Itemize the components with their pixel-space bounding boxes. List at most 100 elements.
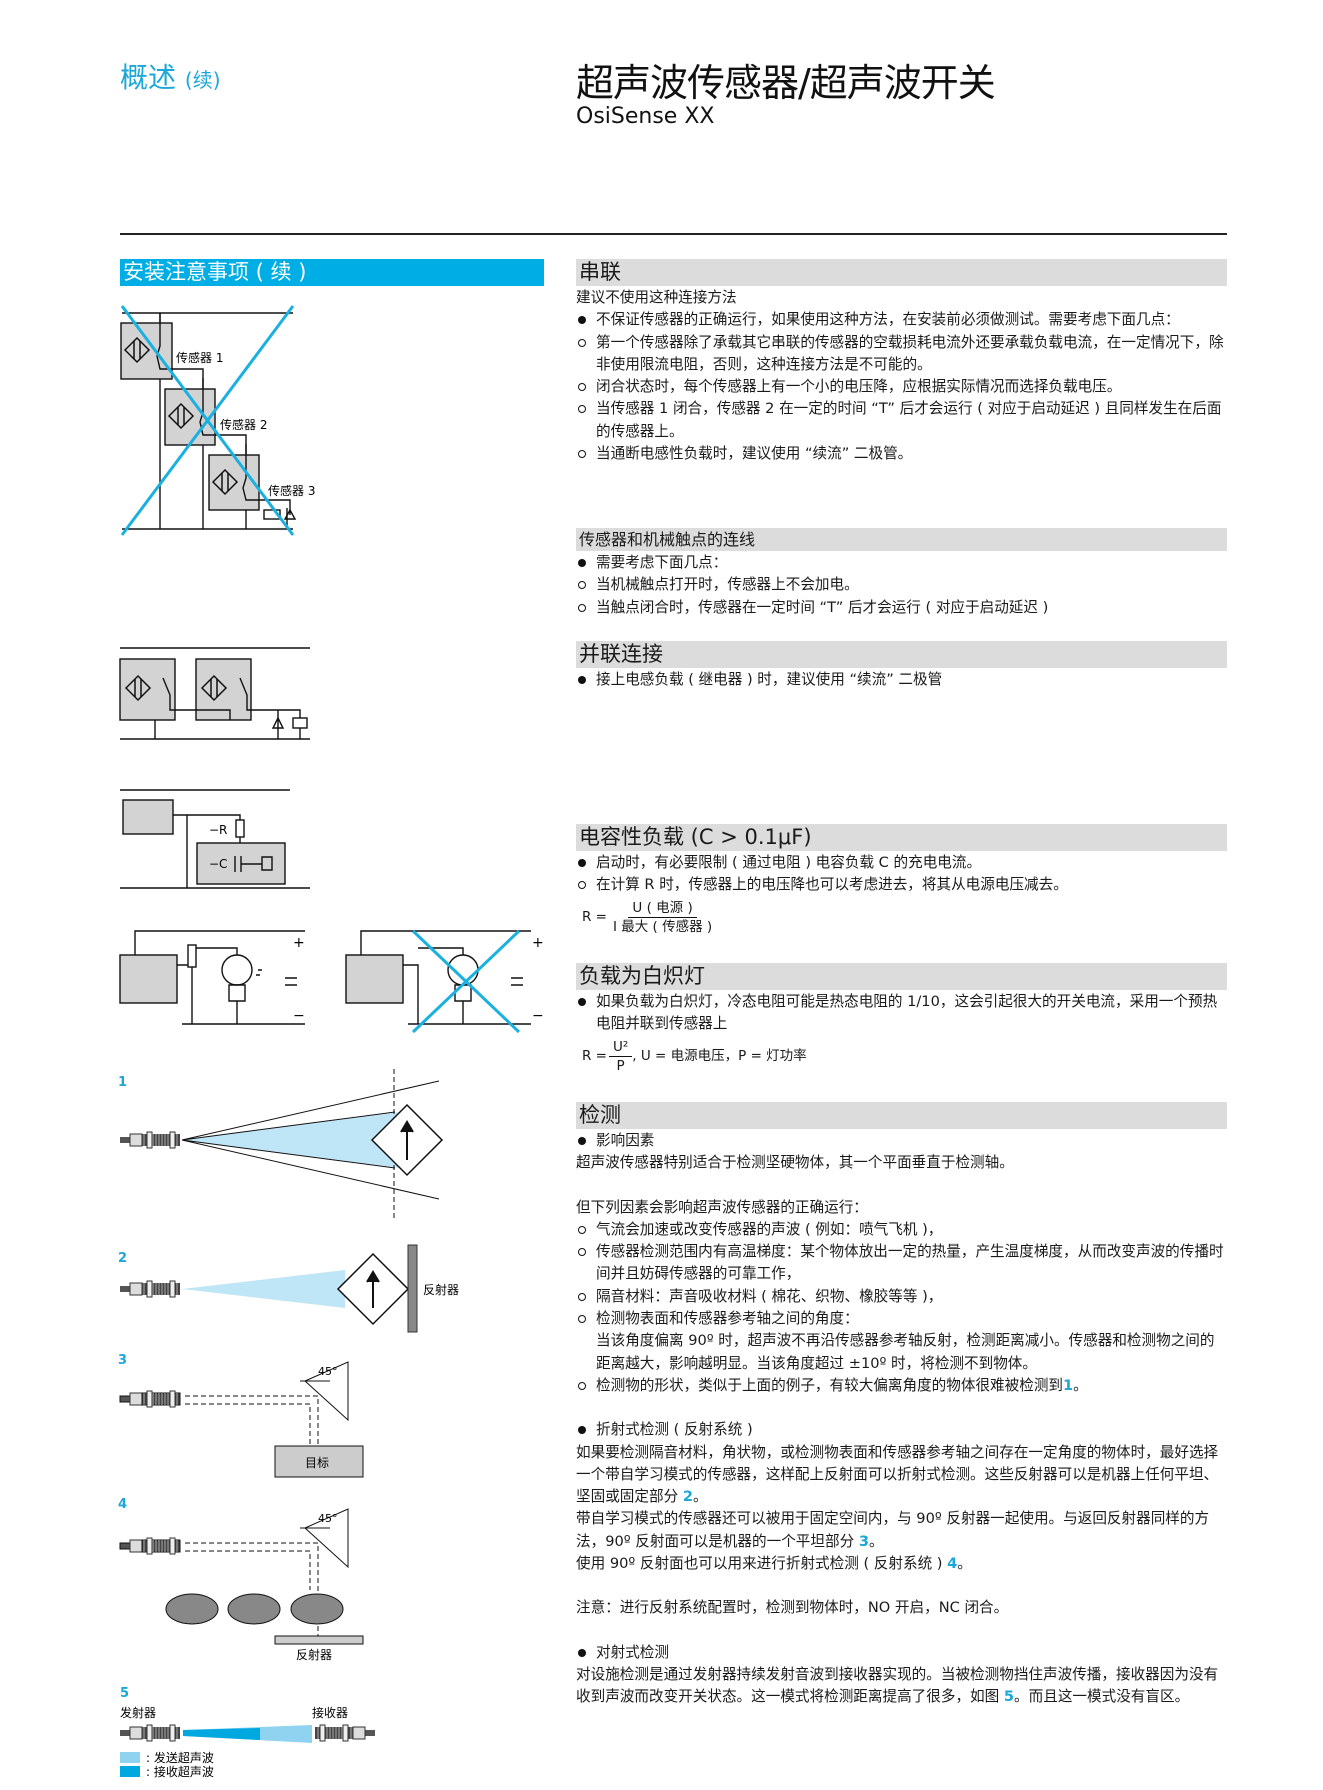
formula-fraction: U ( 电源 ) I 最大 ( 传感器 ) [609,899,716,936]
list-item: 隔音材料：声音吸收材料 ( 棉花、织物、橡胶等等 )， [576,1286,1227,1308]
formula-numerator: U² [608,1038,633,1057]
punct: 。 [692,1488,708,1506]
figure-ref[interactable]: 2 [682,1488,693,1506]
list-item: 启动时，有必要限制 ( 通过电阻 ) 电容负载 C 的充电电流。 [576,852,1227,874]
list-item: 对射式检测 [576,1642,1227,1664]
punct: 。 [1073,1376,1088,1394]
formula-numerator: U ( 电源 ) [628,899,697,918]
section-heading: 电容性负载 (C > 0.1μF) [576,824,1227,851]
formula-denominator: P [616,1057,625,1074]
paragraph: 使用 90º 反射面也可以用来进行折射式检测 ( 反射系统 ) 4。 [576,1553,1227,1575]
legend-swatch-received [120,1766,140,1777]
plus-terminal: + [293,935,305,951]
sensor-label: 传感器 3 [268,483,315,498]
paragraph: 但下列因素会影响超声波传感器的正确运行： [576,1198,868,1216]
sensor-label: 传感器 1 [176,350,223,365]
section-heading: 检测 [576,1102,1227,1129]
section-detection: 检测 影响因素 超声波传感器特别适合于检测坚硬物体，其一个平面垂直于检测轴。 但… [576,1102,1227,1709]
section-heading: 并联连接 [576,641,1227,668]
capacitive-load-diagram [120,789,310,889]
angle-label: 45° [318,1365,338,1378]
figure-number: 4 [118,1497,127,1512]
list-item: 传感器检测范围内有高温梯度：某个物体放出一定的热量，产生温度梯度，从而改变声波的… [576,1241,1227,1286]
list-item: 在计算 R 时，传感器上的电压降也可以考虑进去，将其从电源电压减去。 [576,874,1227,896]
lamp-diagram-correct [119,930,305,1025]
section-parallel: 并联连接 接上电感负载 ( 继电器 ) 时，建议使用 “续流” 二极管 [576,641,1227,691]
paragraph: 如果要检测隔音材料，角状物，或检测物表面和传感器参考轴之间存在一定角度的物体时，… [576,1442,1227,1509]
list-item: 接上电感负载 ( 继电器 ) 时，建议使用 “续流” 二极管 [576,669,1227,691]
breadcrumb: 概述 (续) [120,56,221,96]
section-capacitive: 电容性负载 (C > 0.1μF) 启动时，有必要限制 ( 通过电阻 ) 电容负… [576,824,1227,936]
figure-ref[interactable]: 1 [1063,1376,1074,1394]
breadcrumb-suffix: (续) [184,68,221,92]
figure-2-reflector [119,1244,418,1333]
target-label: 目标 [305,1456,329,1470]
figure-number: 3 [118,1353,127,1368]
text: 带自学习模式的传感器还可以被用于固定空间内，与 90º 反射器一起使用。与返回反… [576,1510,1210,1550]
sensor-label: 传感器 2 [220,417,267,432]
legend-label: : 接收超声波 [146,1764,214,1779]
paragraph: 超声波传感器特别适合于检测坚硬物体，其一个平面垂直于检测轴。 [576,1154,1014,1172]
section-lamp: 负载为白炽灯 如果负载为白炽灯，冷态电阻可能是热态电阻的 1/10，这会引起很大… [576,963,1227,1075]
formula-lhs: R = [582,908,607,925]
list-item: 检测物表面和传感器参考轴之间的角度： [576,1308,1227,1330]
reflector-label: 反射器 [423,1282,459,1297]
list-item: 当通断电感性负载时，建议使用 “续流” 二极管。 [576,443,1227,465]
intro-text: 建议不使用这种连接方法 [576,289,737,306]
list-item: 闭合状态时，每个传感器上有一个小的电压降，应根据实际情况而选择负载电压。 [576,376,1227,398]
minus-terminal: − [532,1008,544,1024]
paragraph: 对设施检测是通过发射器持续发射音波到接收器实现的。当被检测物挡住声波传播，接收器… [576,1664,1227,1709]
section-heading: 串联 [576,259,1227,286]
text: 使用 90º 反射面也可以用来进行折射式检测 ( 反射系统 ) [576,1555,943,1573]
text: 。而且这一模式没有盲区。 [1014,1688,1190,1706]
figure-number: 1 [118,1075,127,1090]
reflector-label: 反射器 [296,1647,332,1662]
page-title: 超声波传感器/超声波开关 [576,61,996,105]
list-item: 如果负载为白炽灯，冷态电阻可能是热态电阻的 1/10，这会引起很大的开关电流，采… [576,991,1227,1036]
paragraph: 带自学习模式的传感器还可以被用于固定空间内，与 90º 反射器一起使用。与返回反… [576,1508,1227,1553]
section-series: 串联 建议不使用这种连接方法 不保证传感器的正确运行，如果使用这种方法，在安装前… [576,259,1227,465]
list-item: 第一个传感器除了承载其它串联的传感器的空载损耗电流外还要承载负载电流，在一定情况… [576,332,1227,377]
figure-number: 5 [120,1686,129,1701]
formula-fraction: U² P [608,1038,633,1075]
formula-lhs: R = [582,1047,607,1064]
figure-ref[interactable]: 4 [947,1555,958,1573]
punct: 。 [868,1532,884,1550]
list-item: 影响因素 [576,1130,1227,1152]
breadcrumb-text: 概述 [120,61,177,94]
list-item: 检测物的形状，类似于上面的例子，有较大偏离角度的物体很难被检测到1。 [576,1375,1227,1397]
angle-label: 45° [318,1512,338,1525]
capacitor-label: −C [209,857,227,871]
figure-1-angled-target [119,1069,444,1218]
note: 注意：进行反射系统配置时，检测到物体时，NO 开启，NC 闭合。 [576,1599,1009,1617]
list-item: 不保证传感器的正确运行，如果使用这种方法，在安装前必须做测试。需要考虑下面几点： [576,309,1227,331]
list-item: 气流会加速或改变传感器的声波 ( 例如：喷气飞机 )， [576,1219,1227,1241]
resistance-formula: R = U ( 电源 ) I 最大 ( 传感器 ) [582,899,1227,936]
section-heading: 负载为白炽灯 [576,963,1227,990]
figure-ref[interactable]: 5 [1003,1688,1015,1706]
legend-swatch-emitted [120,1752,140,1763]
punct: 。 [957,1555,972,1573]
figure-ref[interactable]: 3 [858,1532,869,1550]
emitter-label: 发射器 [120,1705,156,1720]
list-item: 当触点闭合时，传感器在一定时间 “T” 后才会运行 ( 对应于启动延迟 ) [576,597,1227,619]
resistor-label: −R [209,823,227,837]
receiver-label: 接收器 [312,1705,348,1720]
section-heading: 传感器和机械触点的连线 [576,528,1227,551]
item-text: 检测物的形状，类似于上面的例子，有较大偏离角度的物体很难被检测到 [596,1376,1064,1394]
list-item: 当机械触点打开时，传感器上不会加电。 [576,574,1227,596]
series-wiring-diagram [120,305,297,536]
list-item: 折射式检测 ( 反射系统 ) [576,1419,1227,1441]
header-divider [120,233,1227,235]
text: 对设施检测是通过发射器持续发射音波到接收器实现的。当被检测物挡住声波传播，接收器… [576,1665,1219,1706]
parallel-wiring-diagram [119,647,310,740]
left-section-title: 安装注意事项 ( 续 ) [120,259,544,286]
figure-4-refraction-detection [119,1508,364,1645]
figure-number: 2 [118,1251,127,1266]
paragraph: 当该角度偏离 90º 时，超声波不再沿传感器参考轴反射，检测距离减小。传感器和检… [596,1332,1215,1372]
text: 如果要检测隔音材料，角状物，或检测物表面和传感器参考轴之间存在一定角度的物体时，… [576,1443,1219,1506]
figure-5-through-beam [119,1724,376,1743]
formula-rest: , U = 电源电压，P = 灯功率 [632,1047,807,1064]
page-subtitle: OsiSense XX [576,104,715,129]
